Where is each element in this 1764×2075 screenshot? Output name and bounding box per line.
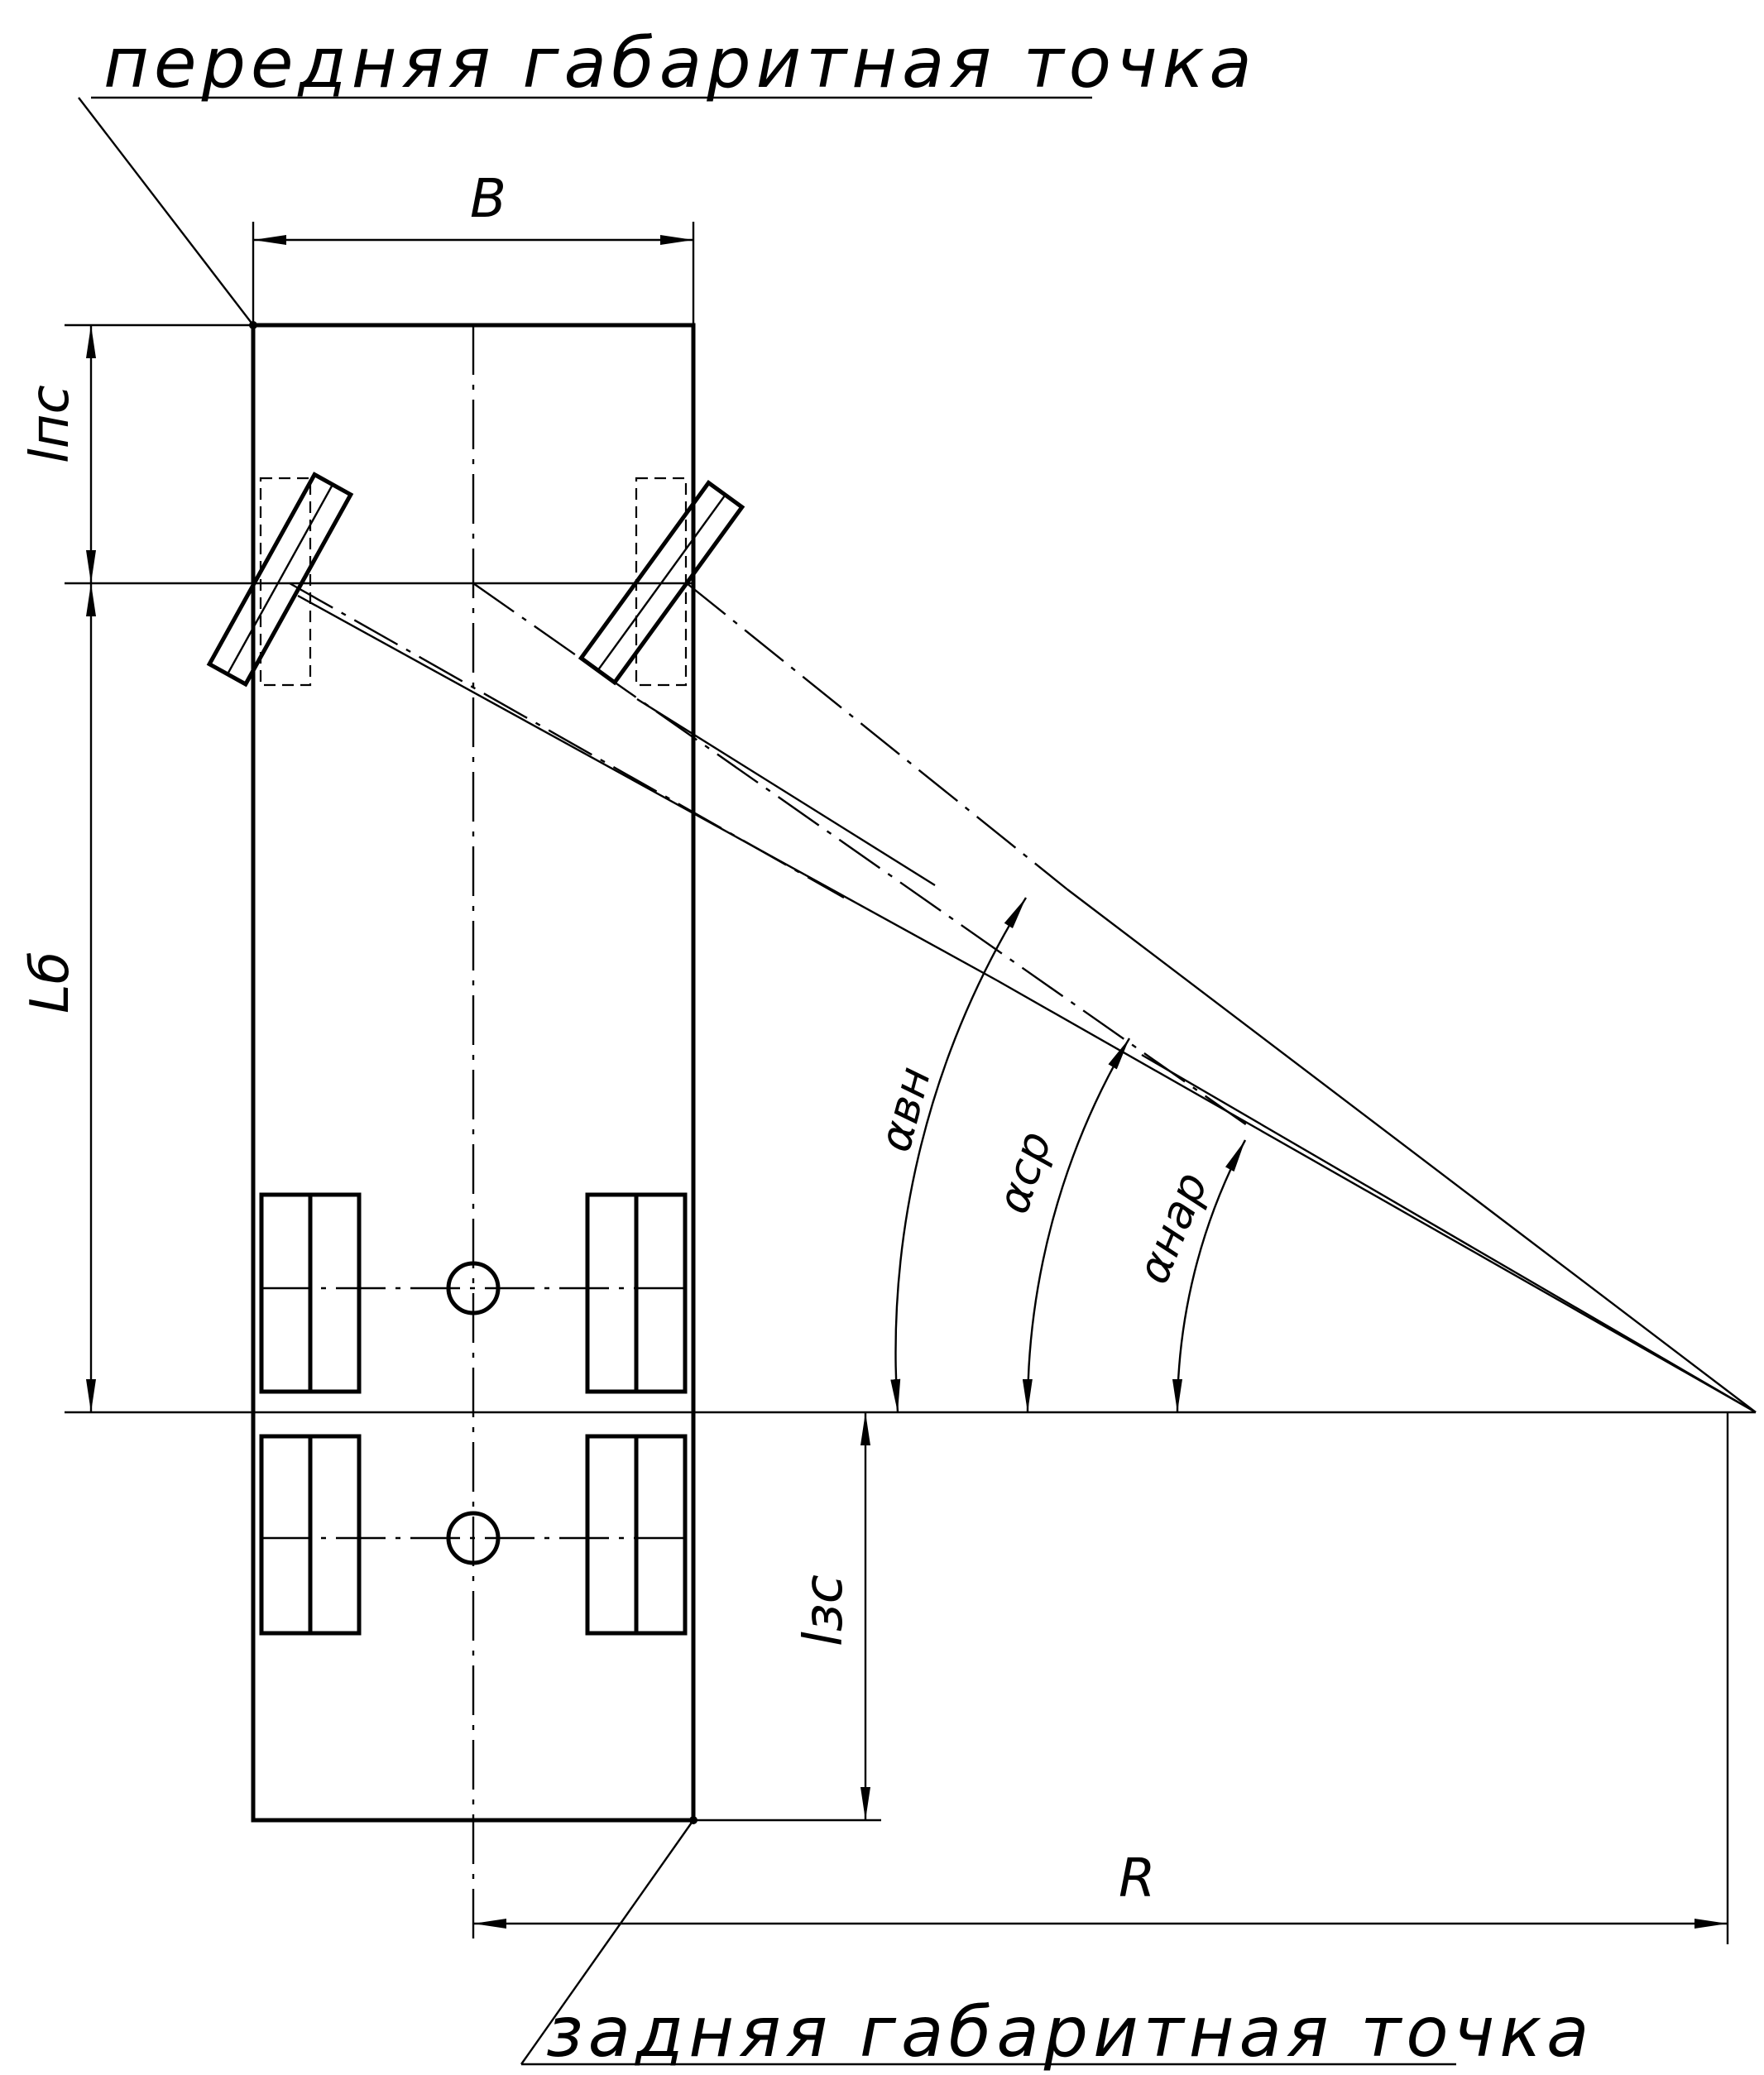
width-dimension: [252, 222, 695, 325]
front-point-label: передняя габаритная точка: [103, 22, 1257, 103]
radius-dimension: [473, 1412, 1729, 1944]
axle-hub-2: [446, 1511, 501, 1565]
axle-hub-1: [446, 1261, 501, 1315]
angle-inner-label: αвн: [869, 1061, 941, 1157]
front-overhang-dimension: [65, 323, 253, 583]
wheelbase-label: Lб: [20, 951, 81, 1014]
rear-overhang-dimension: [693, 1412, 881, 1822]
angle-arcs: [890, 897, 1247, 1413]
rear-point-leader: [520, 1819, 1456, 2066]
front-right-wheel: [578, 477, 745, 687]
front-overhang-label: lпс: [20, 385, 81, 463]
width-label: B: [470, 169, 506, 230]
radius-label: R: [1119, 1848, 1155, 1910]
rear-point-label: задняя габаритная точка: [546, 1991, 1594, 2073]
rear-axle-1: [259, 1192, 688, 1394]
rear-axle-2: [259, 1434, 688, 1636]
rear-overhang-label: lзс: [793, 1574, 855, 1646]
front-left-wheel: [206, 472, 354, 688]
angle-mid-label: αср: [986, 1125, 1062, 1220]
front-point-leader: [78, 96, 1092, 329]
angle-outer-label: αнар: [1127, 1165, 1218, 1291]
